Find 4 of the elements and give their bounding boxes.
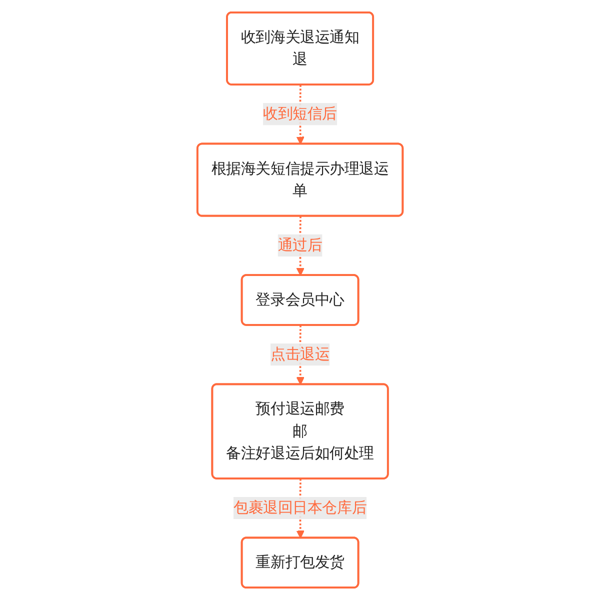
edge-label: 通过后	[278, 236, 322, 254]
edge-label: 点击退运	[270, 345, 330, 363]
edge-label: 收到短信后	[263, 104, 337, 122]
edge-label: 包裹退回日本仓库后	[233, 498, 367, 516]
